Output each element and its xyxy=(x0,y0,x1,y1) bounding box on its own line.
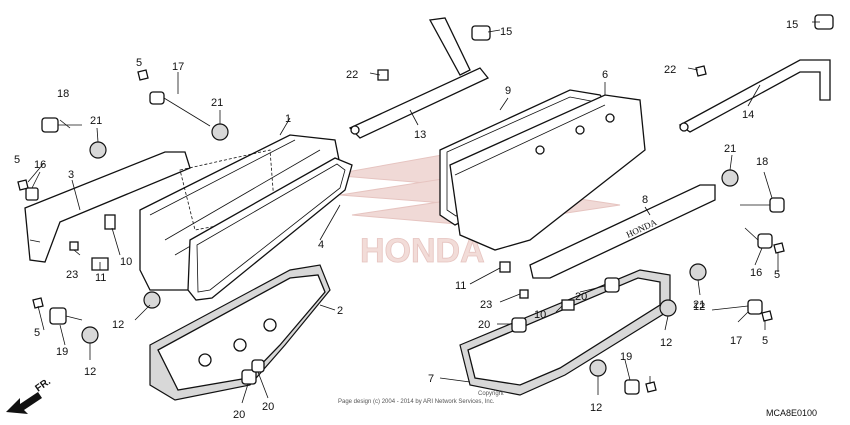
callout-10-a[interactable]: 10 xyxy=(120,256,132,268)
callout-20-c[interactable]: 20 xyxy=(575,291,587,303)
callout-11-b[interactable]: 11 xyxy=(455,280,466,292)
part-6-saddlebag xyxy=(449,94,646,251)
callout-12-c[interactable]: 12 xyxy=(660,337,672,349)
callout-20-a[interactable]: 20 xyxy=(233,409,245,421)
callout-5-d[interactable]: 5 xyxy=(774,269,780,281)
leader-lines xyxy=(27,21,820,404)
part-2-lower-case xyxy=(149,264,331,401)
callout-9[interactable]: 9 xyxy=(505,85,511,97)
callout-labels: 1 2 3 4 5 5 5 5 5 6 7 8 9 10 10 11 11 12… xyxy=(14,19,798,421)
part-3-bracket xyxy=(24,151,191,263)
callout-23-b[interactable]: 23 xyxy=(480,299,492,311)
diagram-code: MCA8E0100 xyxy=(766,408,817,418)
callout-13[interactable]: 13 xyxy=(414,129,426,141)
front-arrow: FR. xyxy=(6,376,53,414)
callout-11-a[interactable]: 11 xyxy=(95,272,106,284)
part-4-gasket xyxy=(187,157,353,301)
callout-10-b[interactable]: 10 xyxy=(534,309,546,321)
part-7-lower-case xyxy=(459,269,671,396)
copyright-line: Copyright xyxy=(478,391,504,397)
part-13-bracket xyxy=(348,17,490,139)
part-14-bracket xyxy=(678,59,831,133)
callout-21-d[interactable]: 21 xyxy=(693,299,705,311)
fastener-parts xyxy=(17,14,834,395)
callout-12-e[interactable]: 12 xyxy=(693,301,705,313)
callout-20-d[interactable]: 20 xyxy=(478,319,490,331)
watermark-text: HONDA xyxy=(360,232,485,270)
callout-17-a[interactable]: 17 xyxy=(172,61,184,73)
callout-15-a[interactable]: 15 xyxy=(500,26,512,38)
callout-14[interactable]: 14 xyxy=(742,109,754,121)
fr-label: FR. xyxy=(33,376,53,394)
copyright-text: Page design (c) 2004 - 2014 by ARI Netwo… xyxy=(338,399,495,405)
callout-1[interactable]: 1 xyxy=(285,113,291,125)
callout-5-b[interactable]: 5 xyxy=(14,154,20,166)
callout-15-b[interactable]: 15 xyxy=(786,19,798,31)
callout-18-b[interactable]: 18 xyxy=(756,156,768,168)
callout-16-a[interactable]: 16 xyxy=(34,159,46,171)
callout-21-a[interactable]: 21 xyxy=(90,115,102,127)
callout-5-e[interactable]: 5 xyxy=(762,335,768,347)
callout-7[interactable]: 7 xyxy=(428,373,434,385)
callout-5-a[interactable]: 5 xyxy=(136,57,142,69)
callout-22-b[interactable]: 22 xyxy=(664,64,676,76)
callout-21-b[interactable]: 21 xyxy=(211,97,223,109)
callout-6[interactable]: 6 xyxy=(602,69,608,81)
callout-22-a[interactable]: 22 xyxy=(346,69,358,81)
callout-19-b[interactable]: 19 xyxy=(620,351,632,363)
callout-18-a[interactable]: 18 xyxy=(57,88,69,100)
callout-16-b[interactable]: 16 xyxy=(750,267,762,279)
callout-12-a[interactable]: 12 xyxy=(112,319,124,331)
callout-23-a[interactable]: 23 xyxy=(66,269,78,281)
callout-2[interactable]: 2 xyxy=(337,305,343,317)
callout-21-c[interactable]: 21 xyxy=(724,143,736,155)
callout-4[interactable]: 4 xyxy=(318,239,324,251)
callout-12-b[interactable]: 12 xyxy=(84,366,96,378)
callout-3[interactable]: 3 xyxy=(68,169,74,181)
callout-5-c[interactable]: 5 xyxy=(34,327,40,339)
callout-20-b[interactable]: 20 xyxy=(262,401,274,413)
callout-8[interactable]: 8 xyxy=(642,194,648,206)
callout-19-a[interactable]: 19 xyxy=(56,346,68,358)
callout-12-d[interactable]: 12 xyxy=(590,402,602,414)
arrow-icon xyxy=(6,392,42,414)
callout-17-b[interactable]: 17 xyxy=(730,335,742,347)
